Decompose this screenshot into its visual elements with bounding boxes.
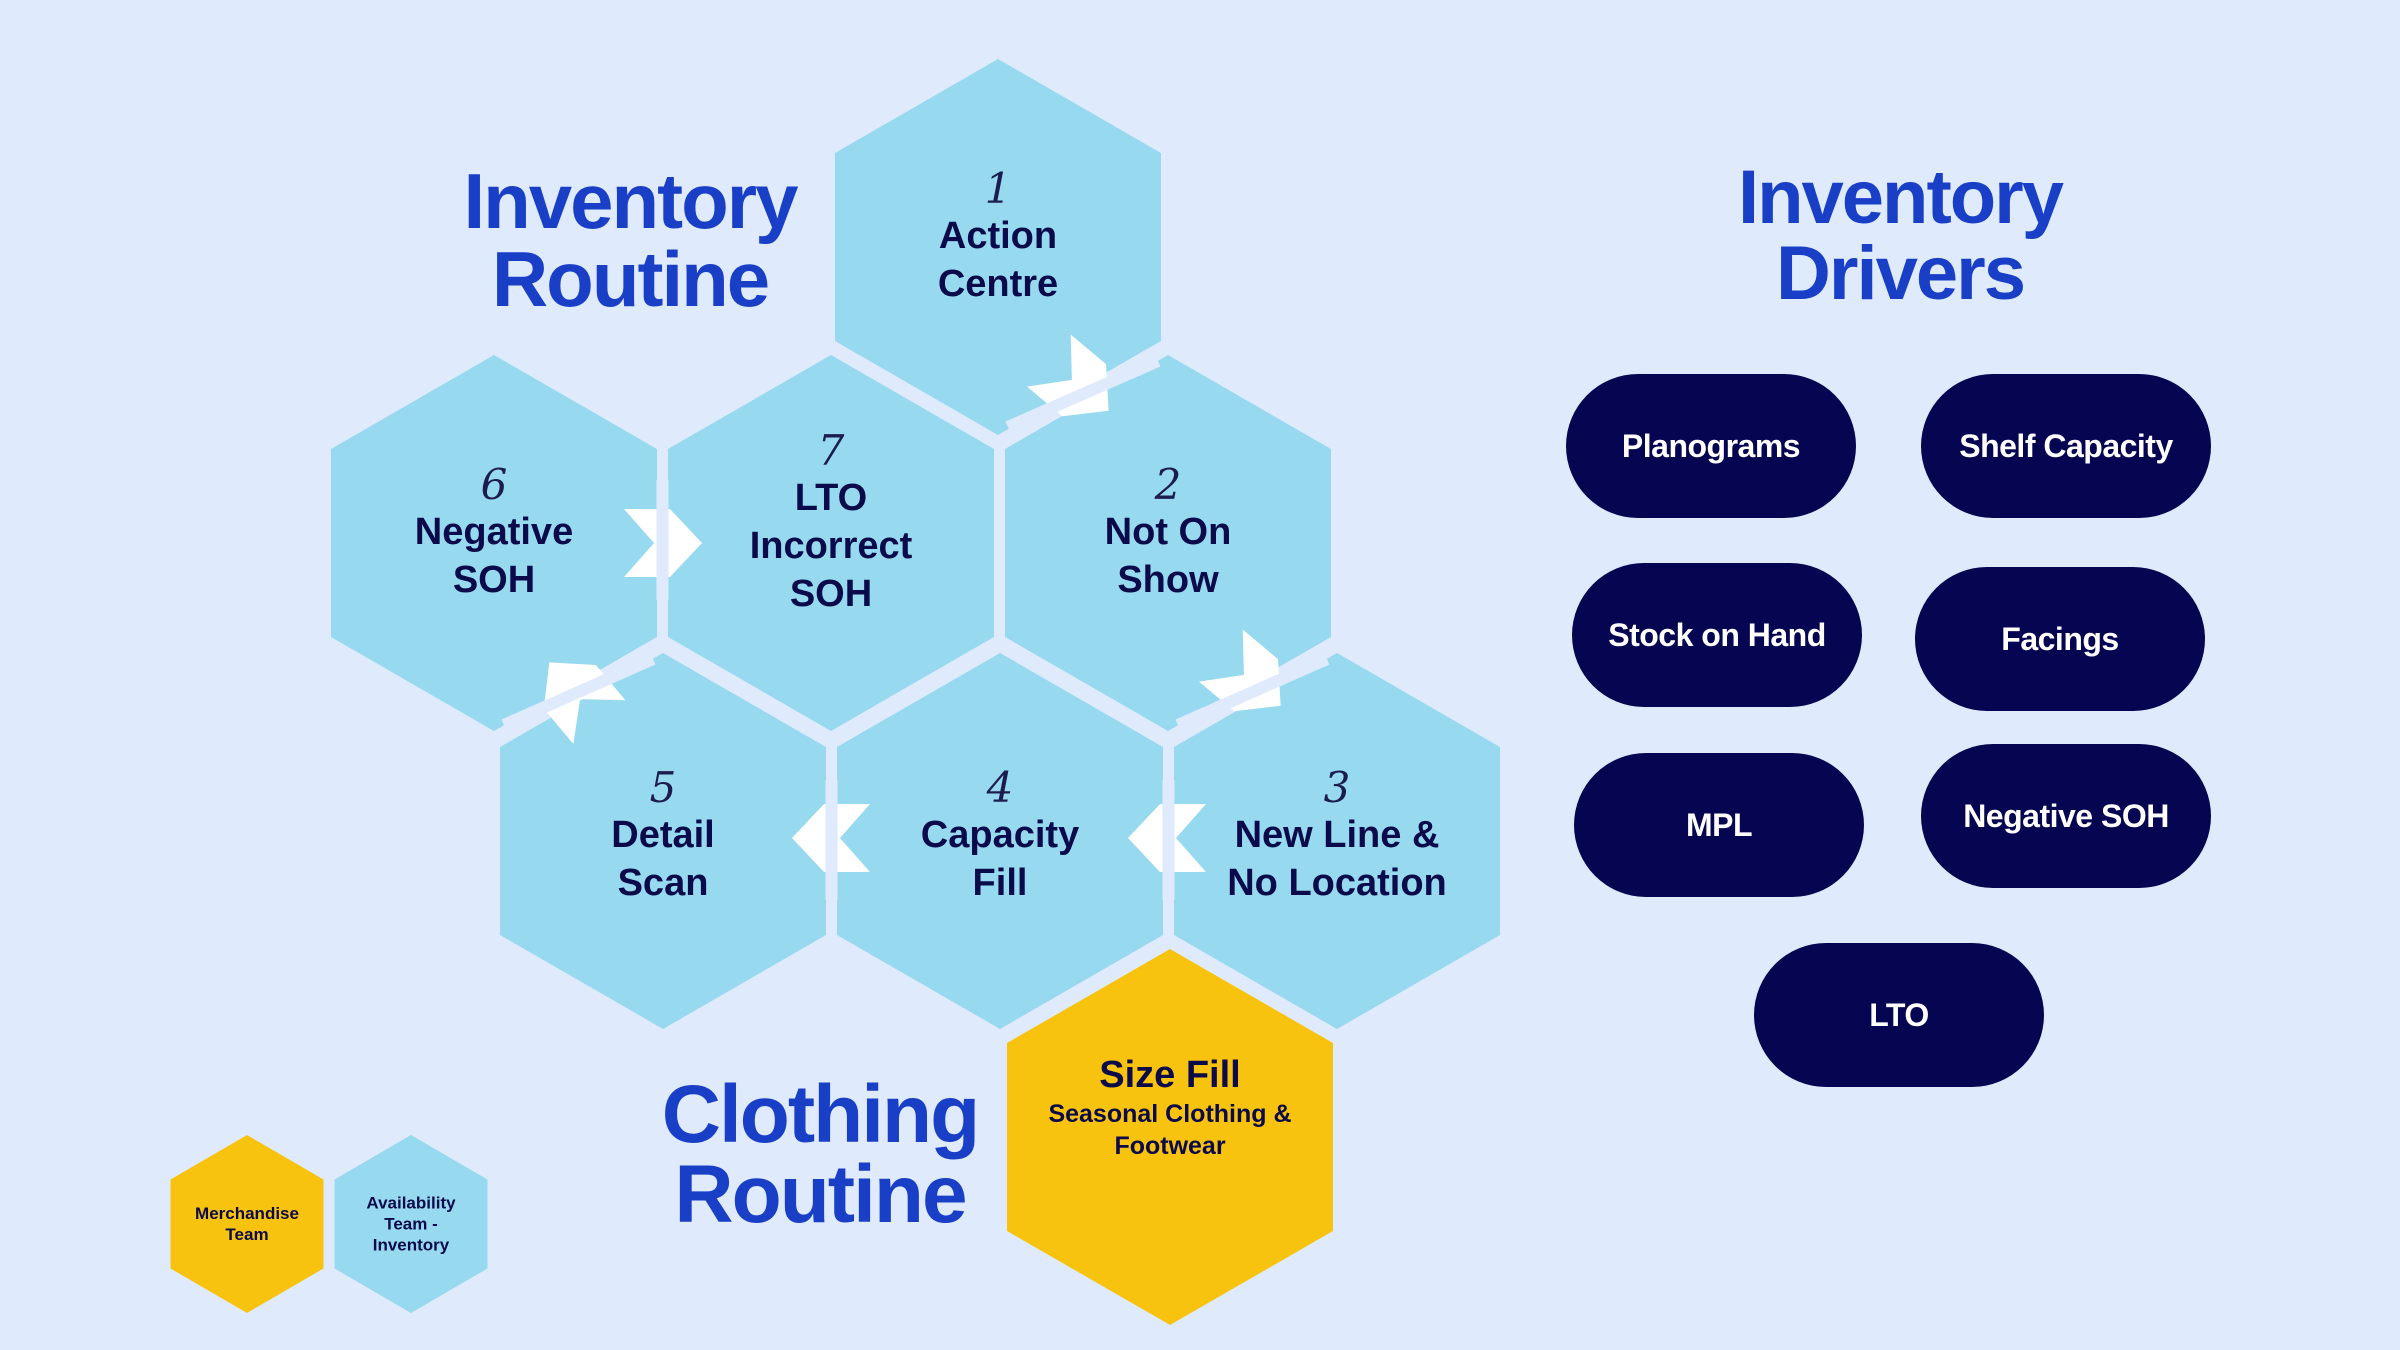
step-text-line: Scan [617,862,709,904]
step-text-line: Detail [611,814,715,856]
legend-text-line: Team - [384,1214,438,1234]
inventory-routine-title: Inventory Routine [430,162,830,318]
step-hexagon-3 [1174,653,1500,1029]
legend-text-line: Inventory [372,1235,450,1255]
step-text-line: Negative [414,511,574,553]
legend-text-line: Team [225,1225,269,1244]
title-line: Inventory [463,157,798,245]
clothing-routine-title: Clothing Routine [640,1069,1000,1240]
size-fill-subtitle-line: Footwear [1114,1132,1226,1160]
step-text-line: LTO [794,477,868,519]
step-text-line: New Line & [1234,814,1440,856]
step-text-line: SOH [452,559,536,601]
title-line: Routine [491,235,770,323]
size-fill-hexagon [1007,949,1333,1325]
step-text-line: Capacity [920,814,1080,856]
step-text-line: Incorrect [749,525,913,567]
hex-gap-line [501,653,656,731]
legend-text-line: Availability [366,1193,456,1213]
step-text-line: Action [938,215,1058,257]
step-number: 5 [649,763,677,812]
step-hexagon-5 [500,653,826,1029]
title-line: Inventory [1737,155,2064,240]
driver-pill-shelf-capacity[interactable]: Shelf Capacity [1921,374,2211,518]
driver-pill-stock-on-hand[interactable]: Stock on Hand [1572,563,1862,707]
step-number: 4 [986,763,1014,812]
driver-pill-facings[interactable]: Facings [1915,567,2205,711]
hex-gap-line [1005,355,1161,433]
step-hexagon-7 [668,355,994,731]
legend-hexagon-blue [334,1135,488,1313]
hex-gap-line [1175,653,1330,731]
size-fill-title: Size Fill [1099,1054,1241,1096]
driver-pill-mpl[interactable]: MPL [1574,753,1864,897]
inventory-drivers-title: Inventory Drivers [1700,160,2100,312]
driver-pill-planograms[interactable]: Planograms [1566,374,1856,518]
step-text-line: Not On [1104,511,1232,553]
step-hexagon-4 [837,653,1163,1029]
step-number: 2 [1154,460,1182,509]
driver-pill-lto[interactable]: LTO [1754,943,2044,1087]
step-hexagon-6 [331,355,657,731]
title-line: Routine [674,1149,967,1240]
step-text-line: SOH [789,573,873,615]
size-fill-subtitle-line: Seasonal Clothing & [1048,1100,1292,1128]
step-text-line: Show [1117,559,1219,601]
title-line: Drivers [1776,231,2026,316]
step-number: 1 [984,164,1012,213]
step-number: 6 [480,460,508,509]
step-hexagon-1 [835,59,1161,435]
step-text-line: Centre [937,263,1059,305]
title-line: Clothing [661,1069,980,1160]
legend-hexagon-yellow [170,1135,324,1313]
step-text-line: No Location [1227,862,1447,904]
step-number: 3 [1323,763,1351,812]
step-text-line: Fill [972,862,1028,904]
driver-pill-negative-soh[interactable]: Negative SOH [1921,744,2211,888]
step-number: 7 [817,426,845,475]
legend-text-line: Merchandise [195,1204,299,1223]
